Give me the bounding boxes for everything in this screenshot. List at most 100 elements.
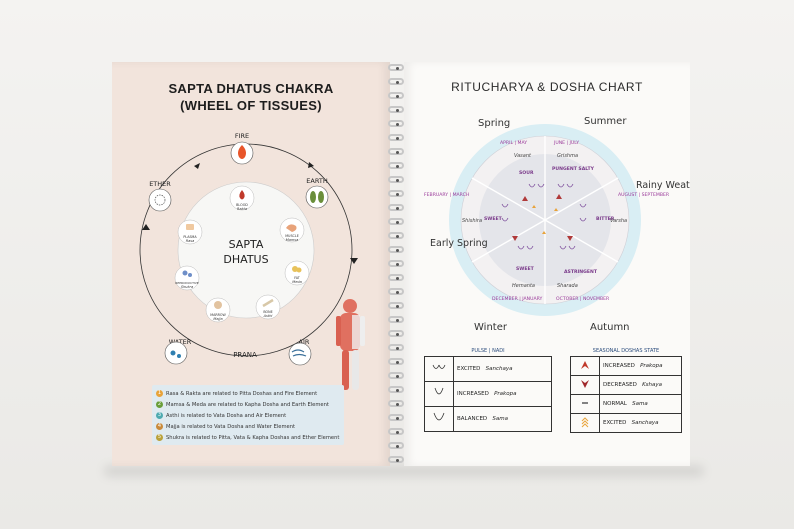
dhatu-sanskrit: Shukra bbox=[181, 285, 193, 289]
season-summer: Summer bbox=[584, 116, 627, 127]
normal-dash-icon bbox=[570, 394, 600, 414]
binding-ring bbox=[388, 330, 404, 337]
pulse-term: Prakopa bbox=[494, 391, 517, 397]
season-rainy-weather: Rainy Weather bbox=[636, 180, 690, 191]
state-term: Sama bbox=[632, 401, 648, 407]
decreased-arrow-icon bbox=[570, 375, 600, 395]
plasma-icon bbox=[186, 224, 194, 230]
pulse-increased-icon bbox=[424, 381, 454, 407]
state-row-label: NORMAL Sama bbox=[599, 394, 682, 414]
legend-number: 1 bbox=[156, 390, 163, 397]
binding-ring bbox=[388, 358, 404, 365]
state-row-label: EXCITED Sanchaya bbox=[599, 413, 682, 433]
dhatu-sanskrit: Meda bbox=[292, 280, 302, 284]
taste-sweet: SWEET bbox=[516, 266, 535, 272]
prana-label: PRANA bbox=[233, 351, 257, 359]
table-row: EXCITED Sanchaya bbox=[424, 356, 552, 382]
pulse-state: EXCITED bbox=[457, 366, 481, 372]
binding-ring bbox=[388, 78, 404, 85]
seasonal-state-table: INCREASED Prakopa DECREASED Kshaya NORMA… bbox=[570, 356, 682, 433]
earth-label: EARTH bbox=[306, 177, 328, 185]
legend-text: Asthi is related to Vata Dosha and Air E… bbox=[166, 412, 287, 419]
state-row-label: INCREASED Prakopa bbox=[599, 356, 682, 376]
marrow-icon bbox=[214, 301, 222, 309]
taste-sweet-2: SWEET bbox=[484, 216, 503, 222]
left-page-title: SAPTA DHATUS CHAKRA (WHEEL OF TISSUES) bbox=[112, 80, 390, 114]
pulse-glyphs bbox=[501, 183, 587, 250]
sanskrit-shishira: Shishira bbox=[462, 218, 482, 224]
legend-text: Rasa & Rakta are related to Pitta Doshas… bbox=[166, 390, 318, 397]
dhatu-name: PLASMA bbox=[183, 235, 197, 239]
dhatu-name: BLOOD bbox=[236, 203, 248, 207]
seasonal-state-heading: SEASONAL DOSHAS STATE bbox=[592, 348, 660, 354]
ether-label: ETHER bbox=[149, 180, 171, 188]
dhatu-reproductive: REPRODUCTIVE Shukra bbox=[174, 265, 200, 291]
wind-icon bbox=[291, 349, 307, 357]
season-spring: Spring bbox=[478, 118, 510, 129]
state-row-label: DECREASED Kshaya bbox=[599, 375, 682, 395]
ritucharya-wheel: SOUR PUNGENT SALTY BITTER ASTRINGENT SWE… bbox=[424, 116, 690, 333]
table-row: BALANCED Sama bbox=[424, 406, 552, 432]
season-names: Spring Summer Rainy Weather Autumn Winte… bbox=[430, 116, 690, 333]
binding-ring bbox=[388, 442, 404, 449]
bone-icon bbox=[262, 298, 274, 308]
legend-text: Shukra is related to Pitta, Vata & Kapha… bbox=[166, 434, 340, 441]
binding-ring bbox=[388, 190, 404, 197]
binding-ring bbox=[388, 344, 404, 351]
title-line-2: (WHEEL OF TISSUES) bbox=[180, 98, 322, 113]
dhatu-sanskrit: Majja bbox=[213, 317, 222, 321]
legend-number: 5 bbox=[156, 434, 163, 441]
pulse-term: Sanchaya bbox=[485, 366, 513, 372]
dhatu-blood: BLOOD Rakta bbox=[229, 185, 255, 211]
season-early-spring: Early Spring bbox=[430, 238, 488, 249]
season-autumn: Autumn bbox=[590, 322, 630, 333]
title-line-1: SAPTA DHATUS CHAKRA bbox=[168, 81, 334, 96]
dosha-chevron-glyphs bbox=[532, 205, 558, 234]
legend-text: Mamsa & Meda are related to Kapha Dosha … bbox=[166, 401, 329, 408]
pulse-row-label: BALANCED Sama bbox=[453, 406, 552, 432]
binding-ring bbox=[388, 400, 404, 407]
binding-ring bbox=[388, 372, 404, 379]
dhatu-fat: FAT Meda bbox=[284, 260, 310, 286]
table-row: INCREASED Prakopa bbox=[570, 356, 682, 376]
state-name: EXCITED bbox=[603, 420, 627, 426]
season-winter: Winter bbox=[474, 322, 508, 333]
state-term: Prakopa bbox=[640, 363, 663, 369]
state-term: Kshaya bbox=[642, 382, 663, 388]
month-labels: APRIL | MAY JUNE | JULY AUGUST | SEPTEMB… bbox=[424, 140, 670, 302]
water-node: WATER bbox=[164, 338, 192, 365]
binding-ring bbox=[388, 176, 404, 183]
pulse-row-label: INCREASED Prakopa bbox=[453, 381, 552, 407]
notebook-shadow bbox=[104, 466, 704, 476]
dhatu-name: BONE bbox=[263, 310, 272, 314]
binding-ring bbox=[388, 106, 404, 113]
taste-astringent: ASTRINGENT bbox=[564, 269, 598, 275]
binding-ring bbox=[388, 246, 404, 253]
cells-icon bbox=[182, 270, 188, 276]
center-line-2: DHATUS bbox=[223, 253, 268, 266]
pulse-excited-icon bbox=[424, 356, 454, 382]
anatomy-figure-icon bbox=[336, 299, 365, 390]
state-name: NORMAL bbox=[603, 401, 627, 407]
taste-pungent-salty: PUNGENT SALTY bbox=[552, 166, 595, 172]
pulse-section: PULSE | NADI EXCITED Sanchaya INCREASED … bbox=[424, 348, 552, 432]
binding-ring bbox=[388, 260, 404, 267]
arrow-earth-icon bbox=[308, 162, 314, 168]
sector-dividers bbox=[471, 136, 619, 304]
blood-drop-icon bbox=[239, 190, 245, 200]
inner-ring bbox=[177, 181, 315, 319]
dhatus-wheel: FIRE EARTH AIR WATER ETHER SAPTA DHATUS … bbox=[139, 132, 365, 390]
sanskrit-hemanta: Hemanta bbox=[512, 283, 535, 289]
binding-ring bbox=[388, 428, 404, 435]
binding-ring bbox=[388, 134, 404, 141]
arrow-fire-icon bbox=[194, 163, 200, 169]
sanskrit-varsha: Varsha bbox=[610, 218, 627, 224]
air-node: AIR bbox=[288, 338, 312, 366]
months-aug-sep: AUGUST | SEPTEMBER bbox=[618, 192, 670, 198]
binding-ring bbox=[388, 316, 404, 323]
